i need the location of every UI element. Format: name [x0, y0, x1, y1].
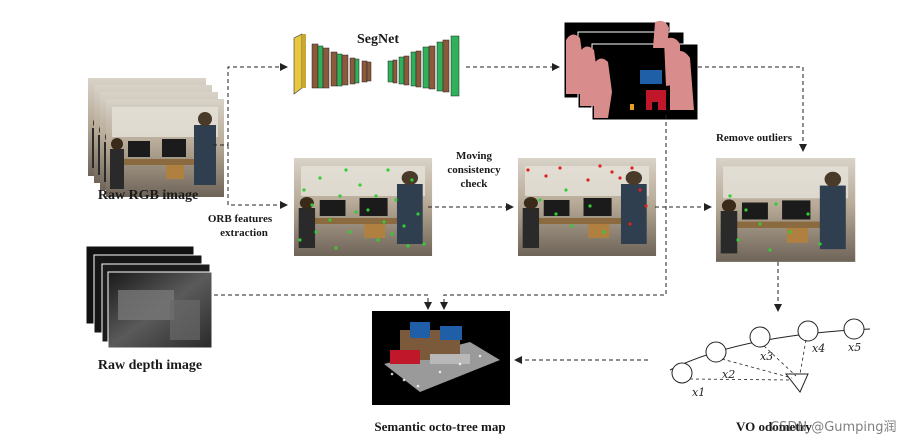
- pose-label-x2: x2: [722, 368, 735, 381]
- segmentation-mask-stack: [563, 20, 699, 121]
- octo-tree-label: Semantic octo-tree map: [374, 419, 505, 434]
- octo-tree-map-image: [372, 311, 510, 405]
- vo-trajectory: [669, 318, 871, 393]
- raw-rgb-image-stack: [88, 78, 224, 197]
- segnet-network: [293, 33, 460, 97]
- remove-outliers-label: Remove outliers: [716, 132, 793, 144]
- arrow-mask-to-outliers: [698, 66, 807, 152]
- arrow-depth-to-map: [214, 294, 432, 310]
- pose-label-x1: x1: [692, 386, 705, 399]
- segnet-label: SegNet: [357, 32, 399, 47]
- orb-label-line1: ORB features: [208, 213, 273, 225]
- csdn-watermark: CSDN @Gumping润: [770, 420, 897, 435]
- pose-label-x4: x4: [812, 342, 825, 355]
- vo-odometry-label: VO odometry: [736, 419, 812, 434]
- arrow-rgb-to-orb: [227, 145, 288, 209]
- raw-depth-image-stack: [85, 245, 213, 349]
- pose-label-x5: x5: [848, 341, 861, 354]
- orb-label-line2: extraction: [220, 227, 268, 239]
- pose-label-x3: x3: [760, 350, 773, 363]
- raw-depth-label: Raw depth image: [98, 358, 202, 373]
- orb-features-image: [294, 158, 433, 256]
- moving-label-line2: consistency: [447, 164, 501, 176]
- flow-arrows: [213, 63, 807, 364]
- arrow-rgb-to-segnet: [213, 63, 288, 146]
- outliers-removed-image: [716, 158, 856, 262]
- raw-rgb-label: Raw RGB image: [98, 188, 198, 203]
- moving-label-line3: check: [461, 178, 489, 190]
- moving-consistency-image: [518, 158, 657, 256]
- arrow-mask-to-map: [440, 115, 667, 310]
- moving-label-line1: Moving: [456, 150, 493, 162]
